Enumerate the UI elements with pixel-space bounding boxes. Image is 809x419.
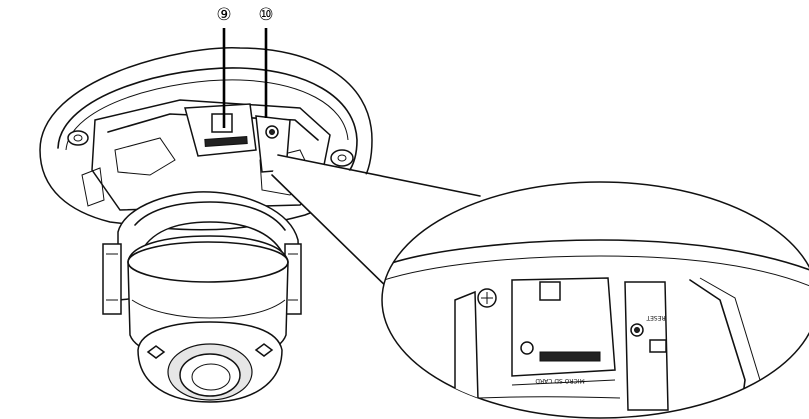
detail-housing-wall (382, 239, 809, 271)
rim-screw-right-inner (337, 154, 347, 162)
rim-screw-right (330, 149, 354, 167)
detail-reset-column (624, 281, 669, 411)
detail-magnifier: MICRO SD CARD RESET (381, 181, 809, 419)
detail-screw-slot (481, 292, 493, 304)
detail-reset-core (634, 327, 640, 333)
detail-right-wall-2 (699, 277, 761, 381)
lens-barrel-band (131, 299, 286, 319)
dome-camera-illustration (39, 47, 373, 403)
callout-labels: ⑨ ⑩ (216, 5, 273, 25)
magnifier-cone-top (277, 154, 481, 197)
chassis-detail-4 (81, 167, 105, 207)
gimbal-clip-left-detail (106, 253, 118, 301)
detail-connector (649, 339, 667, 353)
gimbal-clip-right-detail (288, 253, 298, 301)
magnifier-cone-bottom (271, 174, 399, 299)
callout-leaders (222, 28, 268, 128)
gimbal-ring (134, 201, 286, 231)
ir-led-left (146, 345, 166, 359)
dome-base-inner-rim-2 (65, 79, 349, 151)
detail-left-bracket (454, 290, 479, 412)
detail-housing-wall-2 (382, 255, 809, 287)
sd-card-tab (211, 113, 233, 133)
detail-label-micro-sd: MICRO SD CARD (535, 377, 585, 384)
lens-barrel-top-edge (127, 241, 289, 283)
rim-screw-left (67, 130, 89, 146)
detail-sd-tab (539, 281, 561, 301)
sd-slot (204, 136, 248, 147)
dome-base-inner-rim (57, 67, 358, 193)
ir-led-right (254, 343, 274, 357)
gimbal-clip-left (102, 243, 122, 315)
detail-slot-screw (520, 341, 534, 355)
detail-label-reset: RESET (646, 314, 666, 321)
callout-9-label: ⑨ (216, 5, 231, 25)
detail-slot-lip (511, 379, 616, 386)
detail-sd-slot (539, 351, 601, 362)
callout-10-label: ⑩ (258, 5, 273, 25)
lens-glass (191, 363, 231, 391)
chassis-detail-2 (114, 137, 176, 176)
rim-screw-left-inner (73, 134, 83, 142)
reset-button-core (269, 129, 275, 135)
